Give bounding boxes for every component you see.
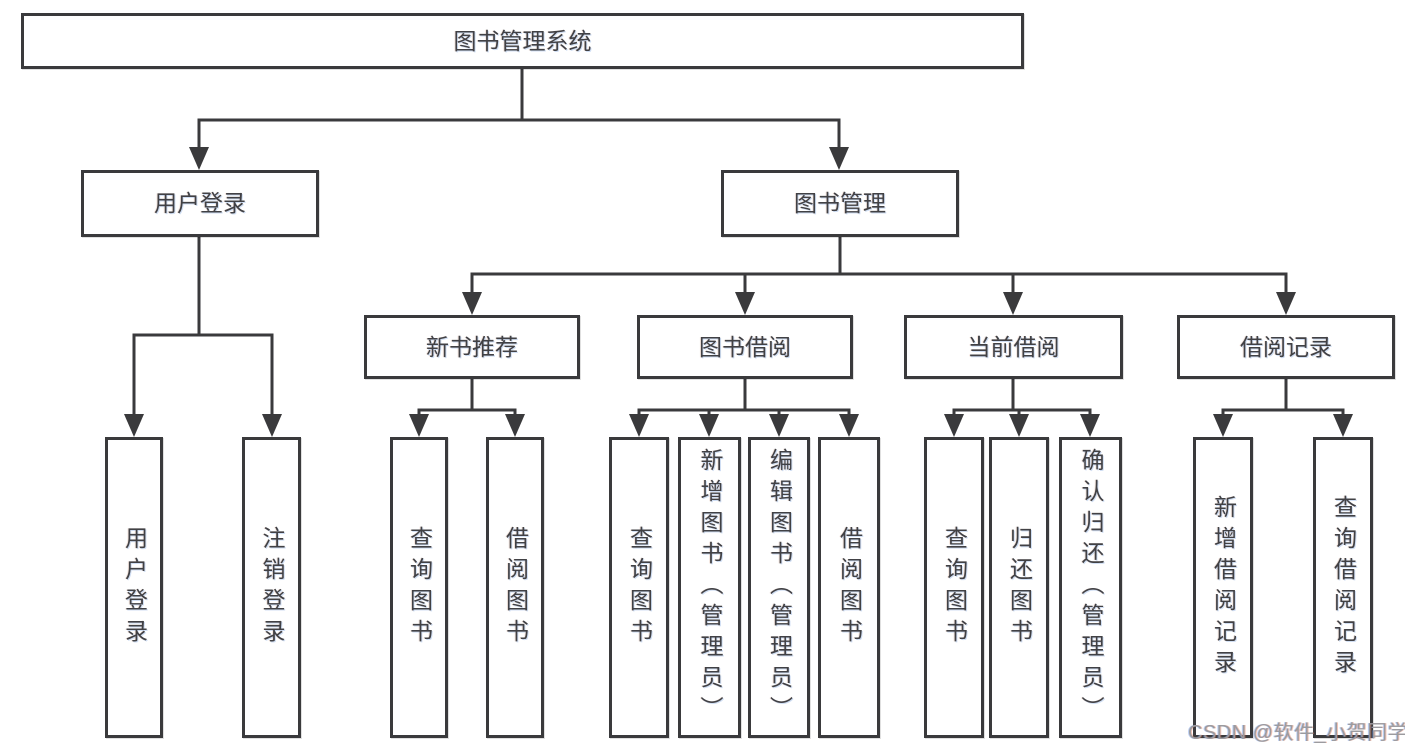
node-label: 图书管理 (794, 190, 886, 216)
node-label: 借阅图书 (502, 525, 529, 650)
node-user-login: 用户登录 (81, 170, 319, 237)
node-label: 确认归还（管理员） (1078, 448, 1104, 727)
node-label: 查询借阅记录 (1330, 494, 1357, 681)
node-borrow-records: 借阅记录 (1177, 315, 1395, 379)
node-label: 查询图书 (941, 525, 968, 650)
node-label: 查询图书 (626, 525, 653, 650)
node-book-management: 图书管理 (721, 170, 959, 237)
node-label: 当前借阅 (967, 333, 1060, 360)
leaf-query-books-current: 查询图书 (924, 437, 984, 738)
leaf-borrow-books: 借阅图书 (818, 437, 880, 738)
leaf-add-books-admin: 新增图书（管理员） (678, 437, 741, 738)
leaf-borrow-books-recommend: 借阅图书 (486, 437, 544, 738)
node-label: 新书推荐 (426, 333, 518, 360)
node-label: 编辑图书（管理员） (766, 448, 793, 727)
leaf-return-books: 归还图书 (989, 437, 1049, 738)
node-label: 图书借阅 (699, 333, 791, 360)
node-label: 新增图书（管理员） (697, 448, 723, 727)
node-book-borrowing: 图书借阅 (637, 315, 853, 379)
node-label: 用户登录 (121, 525, 148, 650)
node-label: 归还图书 (1006, 525, 1033, 650)
leaf-query-books-borrow: 查询图书 (609, 437, 669, 738)
leaf-add-borrow-record: 新增借阅记录 (1193, 437, 1253, 738)
node-label: 注销登录 (259, 525, 285, 650)
leaf-query-borrow-record: 查询借阅记录 (1313, 437, 1373, 738)
node-label: 图书管理系统 (453, 27, 592, 54)
node-label: 用户登录 (154, 190, 246, 216)
leaf-query-books-recommend: 查询图书 (390, 437, 448, 738)
node-library-system: 图书管理系统 (21, 13, 1024, 69)
node-label: 新增借阅记录 (1210, 494, 1237, 681)
node-label: 借阅记录 (1240, 333, 1332, 360)
node-new-book-recommend: 新书推荐 (364, 315, 580, 379)
leaf-edit-books-admin: 编辑图书（管理员） (748, 437, 810, 738)
leaf-confirm-return-admin: 确认归还（管理员） (1059, 437, 1122, 738)
node-current-borrowing: 当前借阅 (904, 315, 1123, 379)
leaf-logout: 注销登录 (242, 437, 301, 738)
arrowheads (124, 147, 1353, 437)
node-label: 借阅图书 (836, 525, 863, 650)
watermark: CSDN @软件_小贺同学 (1188, 722, 1405, 744)
node-label: 查询图书 (406, 525, 433, 650)
leaf-user-login: 用户登录 (105, 437, 163, 738)
